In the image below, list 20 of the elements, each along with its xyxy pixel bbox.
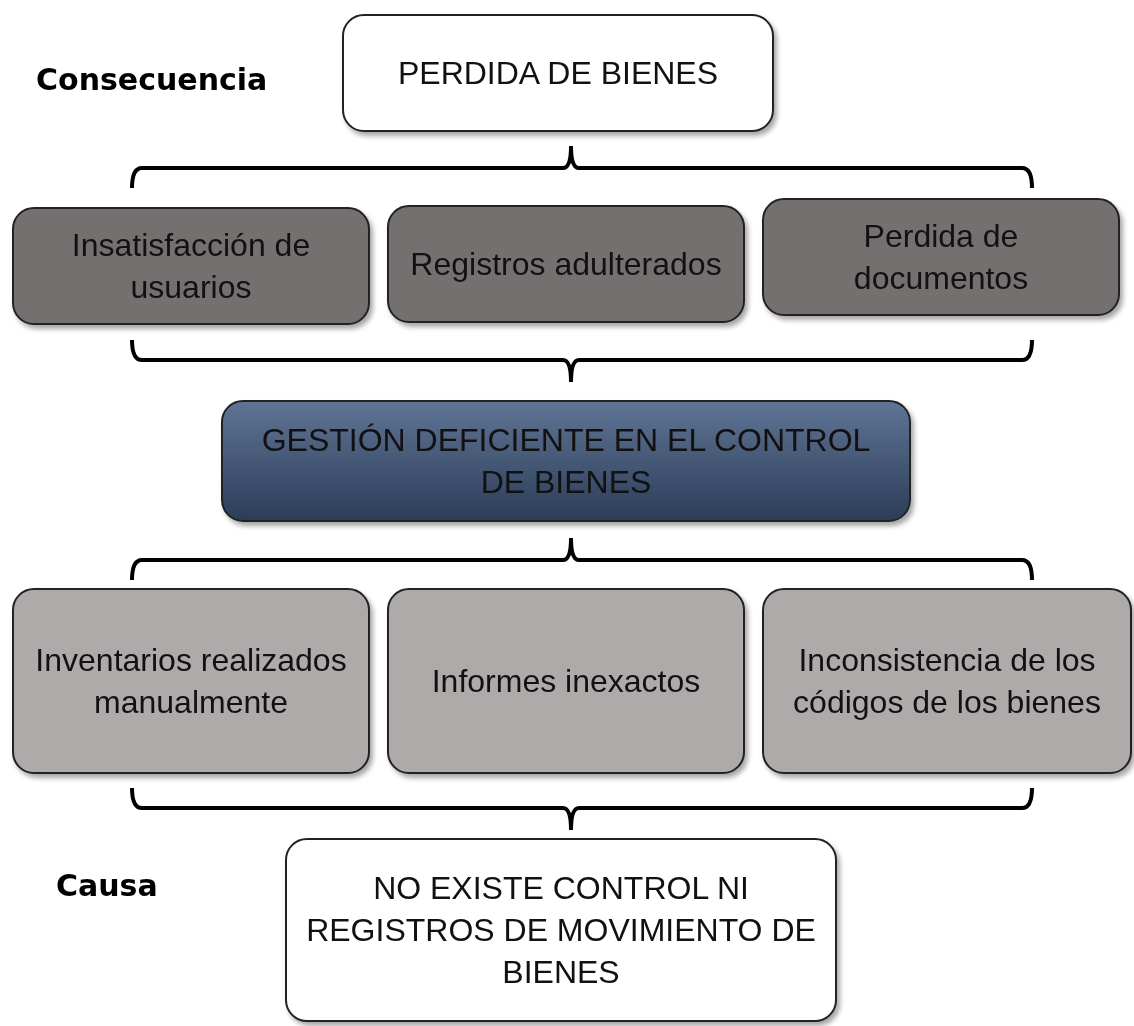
node-text: NO EXISTE CONTROL NI REGISTROS DE MOVIMIENTO DE BIENES [305,869,817,992]
rounded-box [285,838,837,1022]
node-text: PERDIDA DE BIENES [397,54,719,93]
consequence-box [762,198,1120,316]
section-label: Causa [56,868,158,903]
cause-box [387,588,745,774]
node-text: Inconsistencia de los códigos de los bienes [792,641,1102,722]
node-text: Registros adulterados [410,245,722,284]
node-text: Insatisfacción de usuarios [70,226,312,307]
cause-box [762,588,1132,774]
rounded-box [342,14,774,132]
central-problem-box [221,400,911,522]
node-text: Perdida de documentos [852,217,1030,298]
cause-box [12,588,370,774]
section-label: Consecuencia [36,62,268,97]
node-text: Informes inexactos [431,662,701,701]
node-text: Inventarios realizados manualmente [34,641,348,722]
consequence-box [12,207,370,325]
consequence-box [387,205,745,323]
node-text: GESTIÓN DEFICIENTE EN EL CONTROL DE BIENES [260,421,872,502]
